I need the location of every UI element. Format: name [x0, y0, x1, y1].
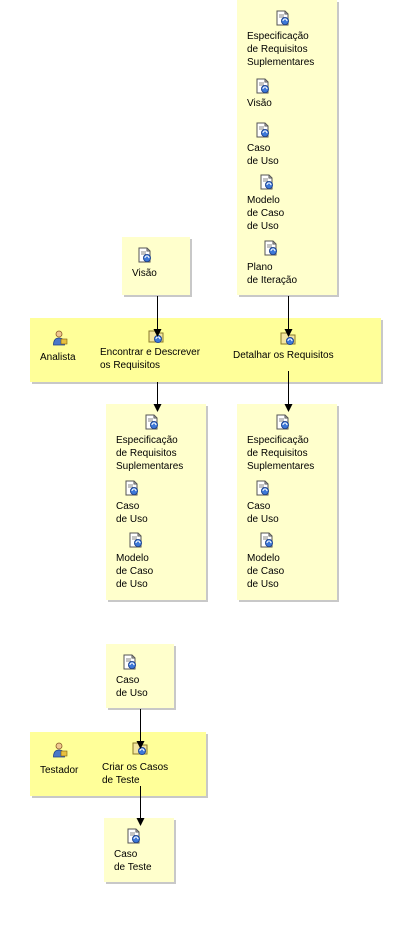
- arrowhead: [153, 404, 162, 412]
- artifact-box-use-case-input: Caso de Uso: [106, 644, 174, 708]
- artifact-use-case-model[interactable]: Modelo de Caso de Uso: [247, 553, 285, 590]
- artifact-suppl-spec[interactable]: Especificação de Requisitos Suplementare…: [116, 435, 184, 472]
- artifact-use-case-model[interactable]: Modelo de Caso de Uso: [247, 195, 285, 232]
- arrowhead: [284, 329, 293, 337]
- artifact-use-case[interactable]: Caso de Uso: [247, 501, 279, 525]
- artifact-use-case-input[interactable]: Caso de Uso: [116, 675, 148, 699]
- task-detail-requirements[interactable]: Detalhar os Requisitos: [233, 350, 334, 361]
- swimlane-analista: Analista Encontrar e Descrever os Requis…: [30, 318, 381, 382]
- role-analista[interactable]: Analista: [40, 352, 76, 363]
- artifact-stack-output-2: Especificação de Requisitos Suplementare…: [237, 404, 337, 600]
- swimlane-testador: Testador Criar os Casos de Teste: [30, 732, 206, 796]
- artifact-use-case[interactable]: Caso de Uso: [247, 143, 279, 167]
- arrowhead: [153, 329, 162, 337]
- artifact-stack-top: Especificação de Requisitos Suplementare…: [237, 0, 337, 295]
- artifact-vision-input[interactable]: Visão: [132, 268, 157, 279]
- artifact-stack-output-1: Especificação de Requisitos Suplementare…: [106, 404, 206, 600]
- artifact-suppl-spec[interactable]: Especificação de Requisitos Suplementare…: [247, 435, 315, 472]
- task-find-describe-requirements[interactable]: Encontrar e Descrever os Requisitos: [100, 347, 201, 371]
- artifact-use-case[interactable]: Caso de Uso: [116, 501, 148, 525]
- arrowhead: [136, 741, 145, 749]
- artifact-iteration-plan[interactable]: Plano de Iteração: [247, 262, 298, 286]
- artifact-use-case-model[interactable]: Modelo de Caso de Uso: [116, 553, 154, 590]
- task-create-test-cases[interactable]: Criar os Casos de Teste: [102, 762, 169, 786]
- artifact-box-test-case-output: Caso de Teste: [104, 818, 174, 882]
- artifact-test-case[interactable]: Caso de Teste: [114, 849, 152, 873]
- artifact-suppl-spec[interactable]: Especificação de Requisitos Suplementare…: [247, 31, 315, 68]
- artifact-box-vision-input: Visão: [122, 237, 190, 295]
- artifact-vision[interactable]: Visão: [247, 98, 272, 109]
- role-testador[interactable]: Testador: [40, 765, 79, 776]
- arrowhead: [284, 404, 293, 412]
- arrowhead: [136, 818, 145, 826]
